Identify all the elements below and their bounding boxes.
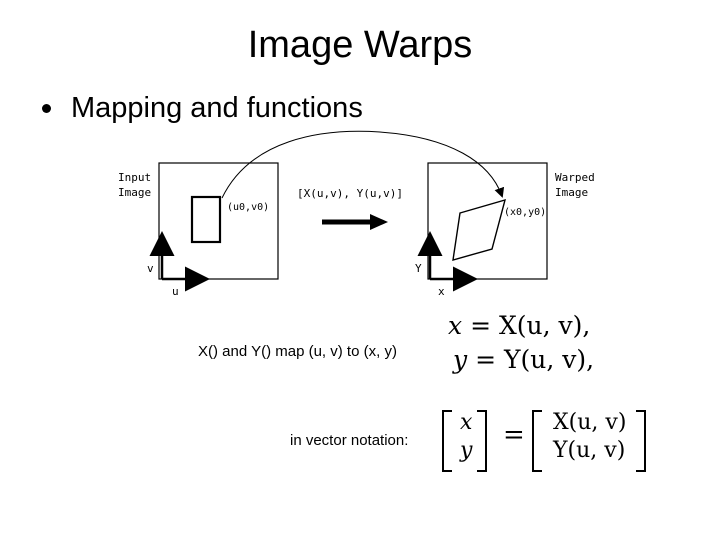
input-label-1: Input: [118, 171, 151, 184]
eq1-lhs: x: [448, 311, 463, 340]
vector-caption: in vector notation:: [290, 432, 409, 449]
bullet-item: Mapping and functions: [42, 92, 363, 125]
rhs-left-bracket: [532, 410, 542, 472]
input-image-frame: [158, 162, 279, 280]
transform-arrow-head: [370, 214, 388, 230]
source-point-label: (u0,v0): [227, 202, 269, 213]
bullet-text: Mapping and functions: [71, 92, 363, 124]
warped-quad: [452, 198, 506, 261]
mapping-curve-arrow: [221, 130, 505, 199]
axis-v-label: v: [147, 262, 154, 275]
equation-y: y = Y(u, v),: [453, 345, 594, 374]
eq2-rhs: Y(u, v),: [503, 345, 595, 374]
eq2-equals: =: [475, 345, 497, 374]
vec-rhs-bottom: Y(u, v): [553, 438, 626, 463]
eq1-equals: =: [470, 311, 492, 340]
lhs-right-bracket: [477, 410, 487, 472]
warped-label-2: Image: [555, 186, 588, 199]
warped-image-frame: [427, 162, 548, 280]
vec-rhs-top: X(u, v): [553, 410, 627, 435]
eq2-lhs: y: [453, 345, 468, 374]
bullet-dot-icon: [42, 104, 51, 113]
rhs-right-bracket: [636, 410, 646, 472]
mapping-label: [X(u,v), Y(u,v)]: [297, 187, 403, 200]
slide-title: Image Warps: [247, 24, 473, 66]
equation-x: x = X(u, v),: [448, 311, 590, 340]
map-caption: X() and Y() map (u, v) to (x, y): [198, 343, 397, 360]
axis-x-label: x: [438, 285, 445, 298]
vec-equals: =: [503, 420, 525, 450]
target-point-label: (x0,y0): [504, 207, 546, 218]
vec-lhs-top: x: [460, 410, 473, 435]
lhs-left-bracket: [442, 410, 452, 472]
warped-label-1: Warped: [555, 171, 595, 184]
eq1-rhs: X(u, v),: [498, 311, 591, 340]
source-rectangle: [190, 195, 222, 244]
vec-lhs-bottom: y: [460, 438, 473, 463]
axis-y-label: Y: [415, 262, 422, 275]
input-label-2: Image: [118, 186, 151, 199]
axis-u-label: u: [172, 285, 179, 298]
